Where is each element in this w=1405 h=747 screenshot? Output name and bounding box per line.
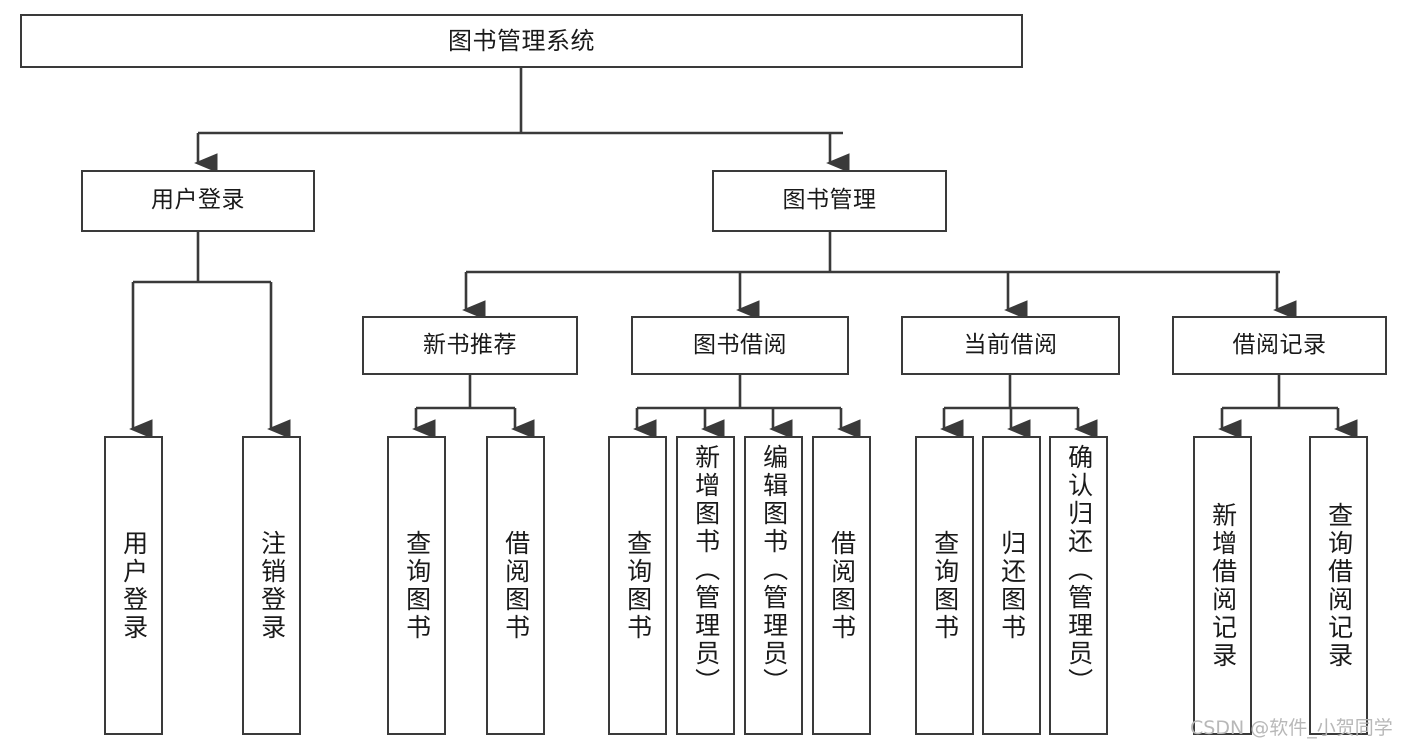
leaf-user-login-logout[interactable]: 注销登录 bbox=[242, 436, 301, 735]
node-label: 当前借阅 bbox=[963, 331, 1058, 358]
node-label: 用户登录 bbox=[119, 529, 149, 642]
node-label: 图书借阅 bbox=[693, 331, 787, 358]
leaf-book-borrow-borrow[interactable]: 借阅图书 bbox=[812, 436, 871, 735]
leaf-book-borrow-query[interactable]: 查询图书 bbox=[608, 436, 667, 735]
node-label: 图书管理系统 bbox=[448, 26, 595, 55]
leaf-borrow-record-query[interactable]: 查询借阅记录 bbox=[1309, 436, 1368, 735]
node-current-borrow[interactable]: 当前借阅 bbox=[901, 316, 1120, 375]
node-label: 查询借阅记录 bbox=[1324, 501, 1354, 670]
node-borrow-record[interactable]: 借阅记录 bbox=[1172, 316, 1387, 375]
leaf-book-borrow-edit[interactable]: 编辑图书（管理员） bbox=[744, 436, 803, 735]
leaf-current-borrow-return[interactable]: 归还图书 bbox=[982, 436, 1041, 735]
node-label: 用户登录 bbox=[151, 187, 245, 214]
node-root-system[interactable]: 图书管理系统 bbox=[20, 14, 1023, 68]
node-book-management[interactable]: 图书管理 bbox=[712, 170, 947, 232]
node-label: 新书推荐 bbox=[423, 331, 517, 358]
node-label: 编辑图书（管理员） bbox=[759, 444, 789, 696]
leaf-new-book-query[interactable]: 查询图书 bbox=[387, 436, 446, 735]
node-label: 新增借阅记录 bbox=[1208, 501, 1238, 670]
leaf-current-borrow-query[interactable]: 查询图书 bbox=[915, 436, 974, 735]
node-label: 新增图书（管理员） bbox=[691, 444, 721, 696]
node-label: 借阅图书 bbox=[501, 529, 531, 642]
node-label: 查询图书 bbox=[402, 529, 432, 642]
node-label: 注销登录 bbox=[257, 529, 287, 642]
leaf-new-book-borrow[interactable]: 借阅图书 bbox=[486, 436, 545, 735]
node-label: 图书管理 bbox=[782, 187, 877, 214]
leaf-user-login-login[interactable]: 用户登录 bbox=[104, 436, 163, 735]
node-user-login[interactable]: 用户登录 bbox=[81, 170, 315, 232]
node-label: 借阅图书 bbox=[827, 529, 857, 642]
node-label: 查询图书 bbox=[930, 529, 960, 642]
node-label: 归还图书 bbox=[997, 529, 1027, 642]
node-book-borrow[interactable]: 图书借阅 bbox=[631, 316, 849, 375]
watermark: CSDN @软件_小贺同学 bbox=[1190, 717, 1393, 739]
node-label: 借阅记录 bbox=[1232, 331, 1327, 358]
node-label: 查询图书 bbox=[623, 529, 653, 642]
node-new-book-recommend[interactable]: 新书推荐 bbox=[362, 316, 578, 375]
leaf-borrow-record-add[interactable]: 新增借阅记录 bbox=[1193, 436, 1252, 735]
node-label: 确认归还（管理员） bbox=[1064, 444, 1094, 696]
leaf-current-borrow-confirm-return[interactable]: 确认归还（管理员） bbox=[1049, 436, 1108, 735]
leaf-book-borrow-add[interactable]: 新增图书（管理员） bbox=[676, 436, 735, 735]
